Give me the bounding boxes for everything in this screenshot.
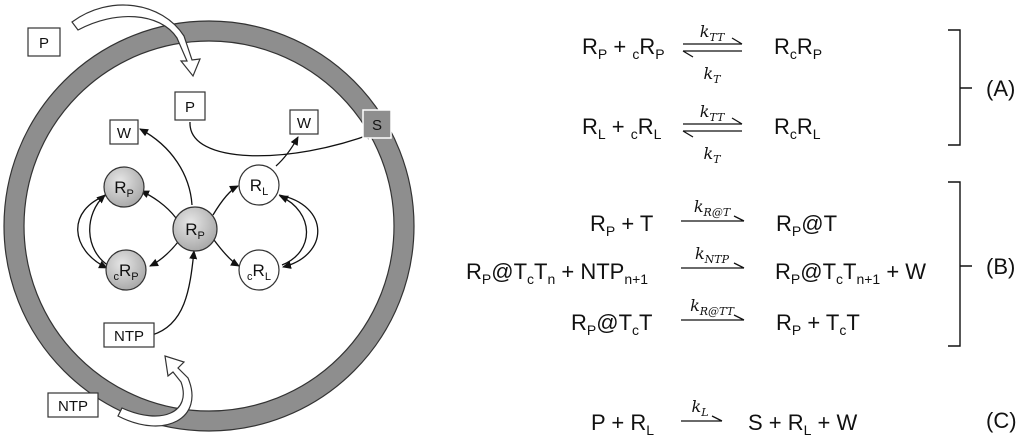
group-label-c: (C)	[986, 408, 1017, 433]
eq-b3-lhs: RP@TcT	[571, 310, 652, 338]
arrow-rp-to-rl	[212, 185, 239, 216]
arrow-rp-to-crp	[149, 241, 179, 267]
ntp-transport-arrow	[117, 355, 193, 427]
group-label-a: (A)	[986, 76, 1015, 101]
box-w-left: W	[109, 119, 139, 145]
eq-a2-rate-forward: kTT	[700, 102, 726, 124]
bracket-a	[948, 29, 972, 146]
svg-text:NTP: NTP	[58, 398, 88, 415]
arrow-crl-to-rl	[279, 195, 308, 266]
arrow-rp-to-crl	[213, 239, 240, 267]
box-ntp-inside: NTP	[103, 322, 155, 348]
box-ntp-outside: NTP	[47, 392, 99, 418]
reaction-arrows	[77, 121, 375, 336]
equation-arrows	[681, 37, 745, 422]
eq-b3-rate: kR@TT	[690, 296, 736, 318]
eq-a1-forward-arrow	[683, 37, 743, 45]
arrow-rp-to-w	[139, 128, 193, 206]
box-s-pore: S	[362, 109, 392, 139]
svg-text:W: W	[117, 125, 132, 142]
eq-b3-rhs: RP + TcT	[776, 310, 860, 338]
eq-a1-rate-reverse: kT	[703, 64, 722, 86]
eq-a2-reverse-arrow	[682, 130, 742, 138]
arrow-rl-to-w	[275, 136, 299, 167]
eq-b2-rate: kNTP	[695, 244, 730, 266]
arrow-rp-left-to-crp	[77, 194, 108, 269]
eq-a1-reverse-arrow	[682, 50, 742, 58]
eq-b1-rhs: RP@T	[776, 211, 837, 239]
eq-b2-rhs: RP@TcTn+1 + W	[775, 259, 926, 287]
svg-text:P: P	[185, 99, 195, 116]
membrane-inner-edge	[23, 40, 395, 412]
eq-a1-rate-forward: kTT	[700, 22, 726, 44]
eq-c1-lhs: P + RL	[591, 410, 654, 438]
box-p-inside: P	[174, 91, 206, 121]
arrow-ntp-to-rp	[151, 250, 198, 336]
group-brackets	[948, 29, 972, 347]
box-w-right: W	[289, 109, 319, 135]
svg-text:RP: RP	[185, 220, 205, 242]
eq-c1-rate: kL	[691, 397, 708, 419]
eq-b2-arrow	[681, 262, 745, 269]
eq-a2-forward-arrow	[683, 117, 743, 125]
eq-c1-arrow	[681, 415, 723, 422]
eq-a2-lhs: RL + cRL	[582, 114, 662, 142]
group-label-b: (B)	[986, 254, 1015, 279]
svg-text:cRP: cRP	[113, 261, 138, 283]
eq-a1-rhs: RcRP	[774, 34, 822, 62]
eq-b1-arrow	[681, 215, 745, 222]
p-transport-arrow	[71, 4, 201, 78]
node-crp: cRP	[105, 249, 147, 291]
arrow-crp-to-rp-left	[89, 194, 110, 267]
eq-b1-rate: kR@T	[694, 197, 732, 219]
eq-a2-rhs: RcRL	[774, 114, 821, 142]
eq-a2-rate-reverse: kT	[703, 144, 722, 166]
eq-b1-lhs: RP + T	[590, 211, 653, 239]
arrow-p-to-s	[189, 121, 375, 157]
svg-text:W: W	[297, 115, 312, 132]
node-crl: cRL	[238, 249, 280, 291]
svg-text:S: S	[372, 117, 382, 134]
eq-b2-lhs: RP@TcTn + NTPn+1	[466, 259, 648, 287]
cell-membrane	[4, 21, 414, 431]
svg-text:cRL: cRL	[247, 261, 271, 283]
arrow-rl-to-crl	[278, 194, 319, 269]
equations-panel: RP + cRP RcRP kTT kT RL + cRL RcRL kTT kT RP + T…	[466, 22, 926, 438]
node-rl: RL	[238, 164, 280, 206]
svg-text:RL: RL	[250, 176, 268, 198]
eq-c1-rhs: S + RL + W	[748, 410, 858, 438]
svg-text:NTP: NTP	[114, 328, 144, 345]
svg-text:P: P	[39, 35, 49, 52]
arrow-rp-to-rp-left	[140, 190, 177, 219]
node-rp-left: RP	[103, 166, 145, 208]
eq-a1-lhs: RP + cRP	[582, 34, 665, 62]
box-p-outside: P	[27, 27, 61, 57]
svg-text:RP: RP	[114, 178, 134, 200]
eq-b3-arrow	[681, 314, 745, 321]
membrane-outer-edge	[3, 20, 415, 432]
bracket-b	[948, 181, 972, 347]
node-rp-center: RP	[172, 206, 218, 252]
